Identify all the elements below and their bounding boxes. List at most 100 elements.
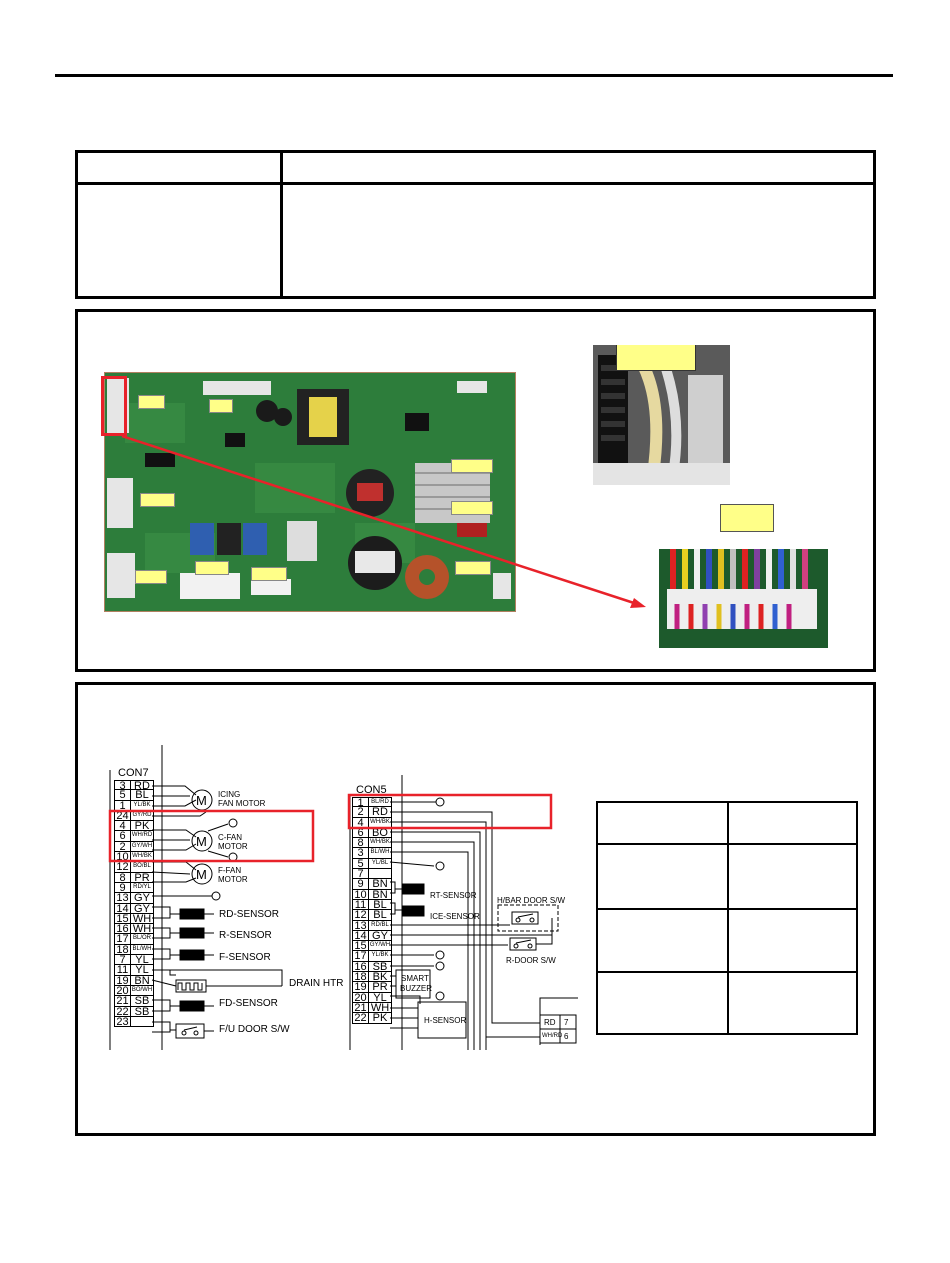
pin-number: 14 [115,903,131,914]
smart-label: SMART [401,974,429,983]
pin-number: 12 [353,910,369,921]
pin-number: 21 [353,1002,369,1014]
wiring-panel [75,682,876,1136]
ffan-motor-m: M [196,867,207,882]
pin-wire-color: WH [370,1002,390,1013]
pin-number: 21 [115,996,131,1007]
pin-wire-color: GY/WH [369,942,391,949]
pin-number: 16 [353,961,369,972]
pin-wire-color: WH/BK [370,839,390,846]
pcb-tag [138,395,165,409]
pin-wire-color: BO [372,827,388,838]
pin-number: 17 [353,951,369,962]
pin-number: 6 [115,831,131,842]
pin-number: 8 [353,838,369,849]
ffan-motor-label: MOTOR [218,875,248,884]
pin-number: 1 [115,800,131,811]
pin-number: 7 [115,954,131,966]
pin-wire-color: SB [372,961,388,972]
pin-number: 19 [115,975,131,986]
connector-photo-bottom [659,549,828,648]
pin-wire-color: RD/BL [371,921,389,928]
whrd-pin-label: WH/RD [542,1033,563,1039]
pin-wire-color: YL/BL [371,859,389,866]
pin-number: 24 [115,810,131,822]
pin-number: 12 [115,862,131,873]
cfan-motor-label: MOTOR [218,842,248,851]
pin-wire-color: GY [134,903,150,913]
pin-number: 19 [353,982,369,993]
connector-photo-top [593,345,730,485]
pin-number: 13 [353,920,369,931]
header-rule [55,74,893,77]
pin-number: 5 [115,790,131,801]
icing-fan-motor-label: FAN MOTOR [218,799,266,808]
pcb-tag [135,570,167,584]
pcb-photo [104,372,516,612]
r-sensor-label: R-SENSOR [219,930,272,941]
pin-wire-color: PR [134,872,150,882]
spec-table-col-divider [727,803,729,1033]
connector-top-tag [616,345,696,371]
hbar-door-sw-label: H/BAR DOOR S/W [497,896,566,905]
pin-number: 17 [115,934,131,945]
pin-row: 12 BL [352,910,392,921]
pin-number: 16 [115,923,131,935]
pin-wire-color: YL [135,965,149,975]
pin-wire-color: BL [135,790,149,800]
fu-door-sw-label: F/U DOOR S/W [219,1024,290,1035]
pin-row: 7 YL [114,954,154,966]
pin-wire-color: BK [372,972,388,982]
pin-number: 10 [353,889,369,900]
cfan-motor-m: M [196,834,207,849]
con5-title: CON5 [356,784,387,796]
pin-number: 18 [353,971,369,983]
rd-pin-label: RD [544,1018,556,1027]
spec-table [596,801,858,1035]
pin-wire-color: BL [373,910,387,920]
pin-wire-color: GY/WH [131,842,153,849]
photo-panel [75,309,876,672]
pin-wire-color: BN [134,975,150,985]
pin-number: 2 [115,841,131,852]
pin-row: 7 [352,868,392,880]
pin-wire-color: BL [373,899,387,910]
pin-row: 5 BL [114,790,154,801]
r-door-sw-label: R-DOOR S/W [506,956,556,965]
pin-wire-color: WH/RD [131,832,153,839]
drain-htr-label: DRAIN HTR [289,978,344,989]
pin-number: 15 [115,913,131,925]
pcb-tag [451,459,493,473]
pin-number: 4 [115,821,131,832]
h-sensor-label: H-SENSOR [424,1016,467,1025]
pin-number: 7 [353,868,369,880]
pin-wire-color: YL [135,955,149,965]
rd-sensor-label: RD-SENSOR [219,909,280,920]
info-table [75,150,876,299]
pin-wire-color: PK [372,1013,388,1023]
pin-wire-color: YL/BK [371,952,389,959]
pin-wire-color: RD [134,781,150,790]
rt-sensor-label: RT-SENSOR [430,891,477,900]
pcb-tag [195,561,229,575]
pin-wire-color: BL/RD [371,799,389,805]
